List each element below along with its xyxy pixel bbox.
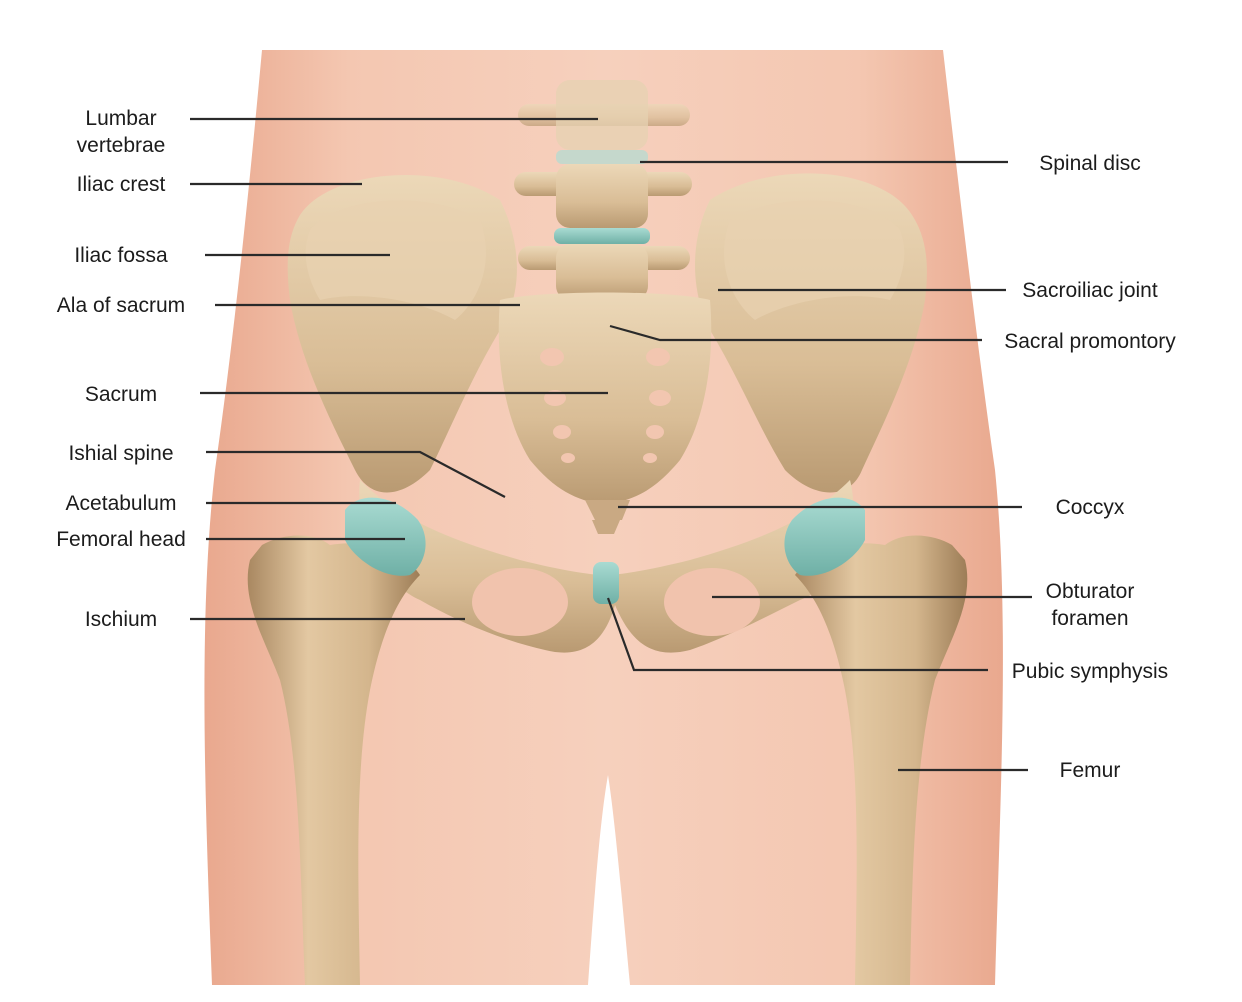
left-femoral-head — [345, 497, 426, 576]
leader-pubic-symphysis — [606, 597, 988, 672]
leader-lines — [190, 117, 1032, 772]
label-coccyx: Coccyx — [1056, 496, 1125, 519]
left-femur — [247, 535, 420, 985]
label-pubic-symphysis: Pubic symphysis — [1012, 660, 1168, 683]
left-obturator-foramen — [472, 568, 568, 636]
label-femoral-head: Femoral head — [56, 528, 186, 551]
label-obturator-foramen-line1: Obturator — [1046, 580, 1135, 603]
label-spinal-disc: Spinal disc — [1039, 152, 1141, 175]
labels-left: Lumbar vertebrae Iliac crest Iliac fossa… — [56, 107, 186, 631]
label-sacroiliac-joint: Sacroiliac joint — [1022, 279, 1158, 302]
label-sacrum: Sacrum — [85, 383, 157, 406]
labels-right: Spinal disc Sacroiliac joint Sacral prom… — [1004, 152, 1176, 782]
sacral-foramina — [540, 348, 671, 463]
label-iliac-fossa: Iliac fossa — [74, 244, 168, 267]
label-acetabulum: Acetabulum — [66, 492, 177, 515]
leader-sacral-promontory — [609, 324, 982, 342]
label-lumbar-vertebrae-line2: vertebrae — [77, 134, 166, 157]
spinal-disc-upper — [556, 150, 648, 164]
label-femur: Femur — [1060, 759, 1121, 782]
leader-ishial-spine — [206, 450, 506, 498]
right-femur — [795, 535, 968, 985]
label-obturator-foramen-line2: foramen — [1051, 607, 1128, 630]
right-obturator-foramen — [664, 568, 760, 636]
pubic-symphysis — [593, 562, 619, 604]
spinal-disc-middle — [554, 228, 650, 244]
label-iliac-crest: Iliac crest — [77, 173, 166, 196]
label-sacral-promontory: Sacral promontory — [1004, 330, 1176, 353]
label-lumbar-vertebrae-line1: Lumbar — [85, 107, 156, 130]
sacrum — [498, 292, 712, 505]
lumbar-vertebrae — [514, 80, 692, 320]
coccyx — [585, 500, 630, 534]
label-ischium: Ischium — [85, 608, 157, 631]
right-femoral-head — [784, 497, 865, 576]
label-ala-of-sacrum: Ala of sacrum — [57, 294, 185, 317]
label-ishial-spine: Ishial spine — [68, 442, 173, 465]
